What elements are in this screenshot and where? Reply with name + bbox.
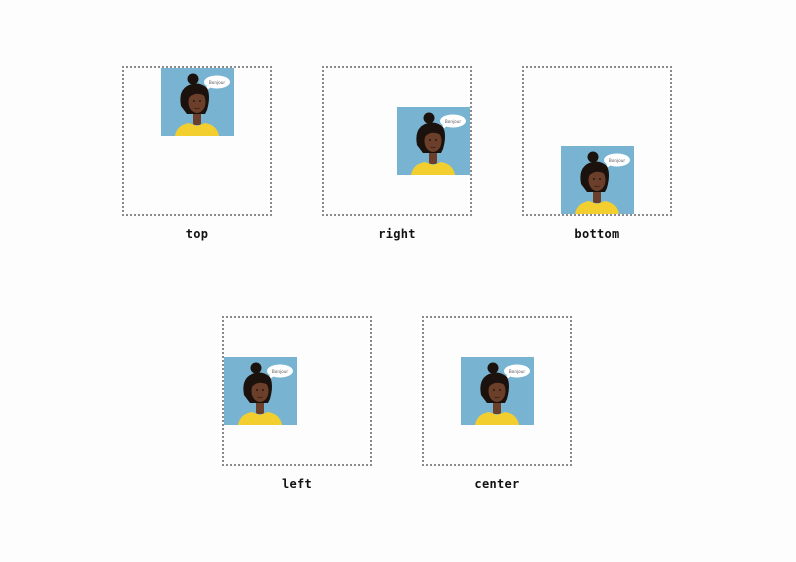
svg-text:Bonjour: Bonjour [509, 369, 525, 374]
demo-right: Bonjour right [322, 66, 472, 241]
svg-text:Bonjour: Bonjour [209, 80, 225, 85]
portrait-image: Bonjour [561, 146, 634, 214]
position-label: center [474, 477, 520, 491]
container-box: Bonjour [322, 66, 472, 216]
container-box: Bonjour [522, 66, 672, 216]
container-box: Bonjour [422, 316, 572, 466]
svg-text:Bonjour: Bonjour [445, 119, 461, 124]
svg-text:Bonjour: Bonjour [272, 369, 288, 374]
demo-top: Bonjour top [122, 66, 272, 241]
position-label: bottom [574, 227, 620, 241]
container-box: Bonjour [222, 316, 372, 466]
portrait-image: Bonjour [461, 357, 534, 425]
position-label: left [281, 477, 313, 491]
demo-center: Bonjour center [422, 316, 572, 491]
position-label: right [378, 227, 416, 241]
position-label: top [185, 227, 209, 241]
portrait-image: Bonjour [161, 68, 234, 136]
demo-bottom: Bonjour bottom [522, 66, 672, 241]
demo-left: Bonjour left [222, 316, 372, 491]
portrait-image: Bonjour [224, 357, 297, 425]
portrait-image: Bonjour [397, 107, 470, 175]
svg-text:Bonjour: Bonjour [609, 158, 625, 163]
container-box: Bonjour [122, 66, 272, 216]
